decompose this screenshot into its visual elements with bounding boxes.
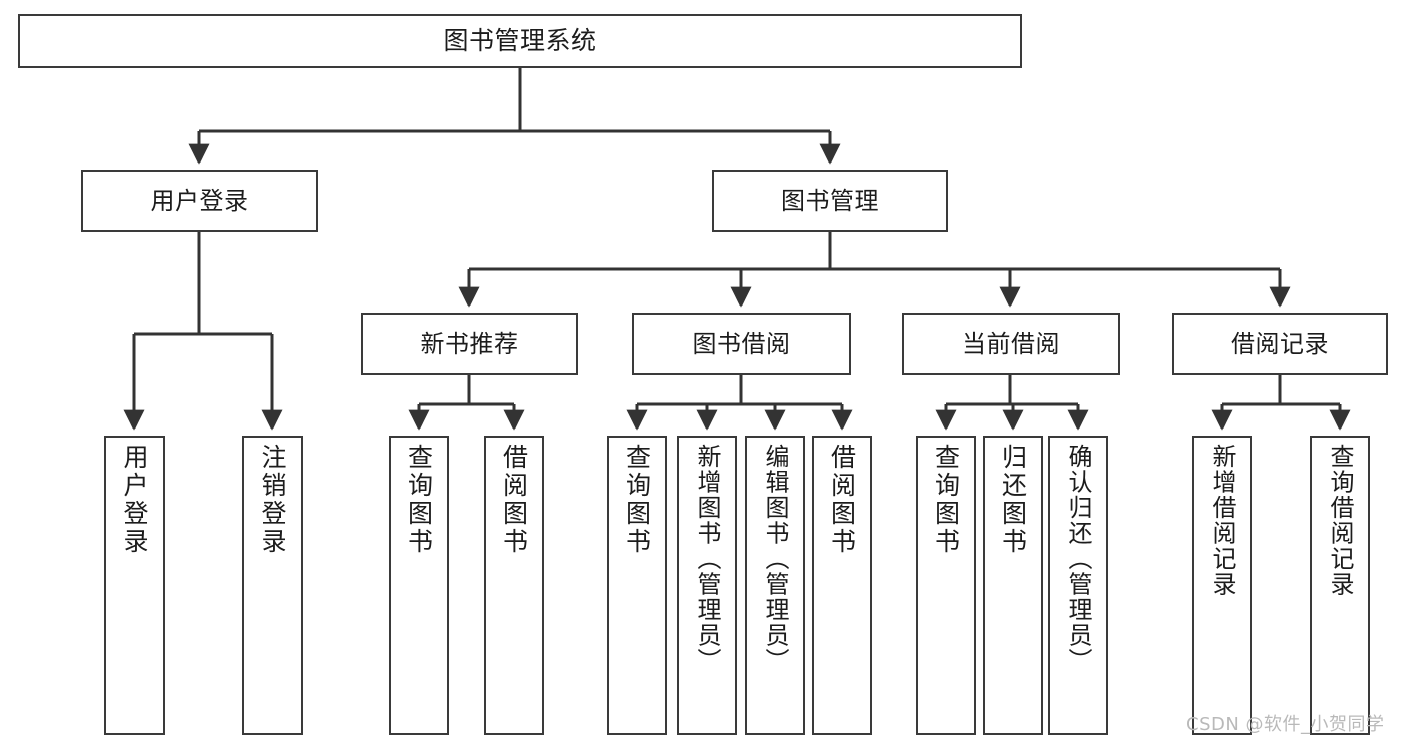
node-borrow-record-label: 借阅记录	[1231, 329, 1329, 358]
node-leaf-bb-add-label: 新增图书（管理员）	[693, 444, 721, 674]
node-new-book-rec-label: 新书推荐	[420, 329, 519, 358]
node-book-borrow[interactable]: 图书借阅	[632, 313, 851, 375]
node-leaf-user-login-label: 用户登录	[120, 444, 149, 556]
node-root-label: 图书管理系统	[443, 26, 597, 55]
node-leaf-cb-confirm[interactable]: 确认归还（管理员）	[1048, 436, 1108, 735]
node-leaf-cb-return[interactable]: 归还图书	[983, 436, 1043, 735]
node-current-borrow[interactable]: 当前借阅	[902, 313, 1120, 375]
node-current-borrow-label: 当前借阅	[962, 329, 1060, 358]
node-leaf-bb-borrow-label: 借阅图书	[827, 444, 857, 556]
node-leaf-bb-borrow[interactable]: 借阅图书	[812, 436, 872, 735]
node-leaf-nbr-query-label: 查询图书	[404, 444, 434, 556]
node-user-login[interactable]: 用户登录	[81, 170, 318, 232]
node-leaf-cb-return-label: 归还图书	[998, 444, 1028, 556]
node-new-book-rec[interactable]: 新书推荐	[361, 313, 578, 375]
node-leaf-br-add[interactable]: 新增借阅记录	[1192, 436, 1252, 735]
node-book-manage[interactable]: 图书管理	[712, 170, 948, 232]
node-leaf-bb-edit-label: 编辑图书（管理员）	[761, 444, 789, 674]
node-leaf-nbr-borrow-label: 借阅图书	[499, 444, 529, 556]
node-leaf-user-login[interactable]: 用户登录	[104, 436, 165, 735]
node-leaf-br-query-label: 查询借阅记录	[1326, 444, 1354, 597]
node-leaf-bb-add[interactable]: 新增图书（管理员）	[677, 436, 737, 735]
node-leaf-user-logout-label: 注销登录	[258, 444, 287, 556]
node-book-borrow-label: 图书借阅	[692, 329, 791, 358]
node-root[interactable]: 图书管理系统	[18, 14, 1022, 68]
node-leaf-bb-query-label: 查询图书	[622, 444, 652, 556]
node-leaf-cb-query-label: 查询图书	[931, 444, 961, 556]
node-leaf-br-query[interactable]: 查询借阅记录	[1310, 436, 1370, 735]
node-leaf-nbr-borrow[interactable]: 借阅图书	[484, 436, 544, 735]
node-leaf-nbr-query[interactable]: 查询图书	[389, 436, 449, 735]
node-leaf-cb-confirm-label: 确认归还（管理员）	[1064, 444, 1092, 674]
node-leaf-bb-edit[interactable]: 编辑图书（管理员）	[745, 436, 805, 735]
node-leaf-bb-query[interactable]: 查询图书	[607, 436, 667, 735]
node-user-login-label: 用户登录	[150, 186, 249, 215]
node-book-manage-label: 图书管理	[781, 186, 879, 215]
node-leaf-user-logout[interactable]: 注销登录	[242, 436, 303, 735]
node-borrow-record[interactable]: 借阅记录	[1172, 313, 1388, 375]
node-leaf-cb-query[interactable]: 查询图书	[916, 436, 976, 735]
node-leaf-br-add-label: 新增借阅记录	[1208, 444, 1236, 597]
